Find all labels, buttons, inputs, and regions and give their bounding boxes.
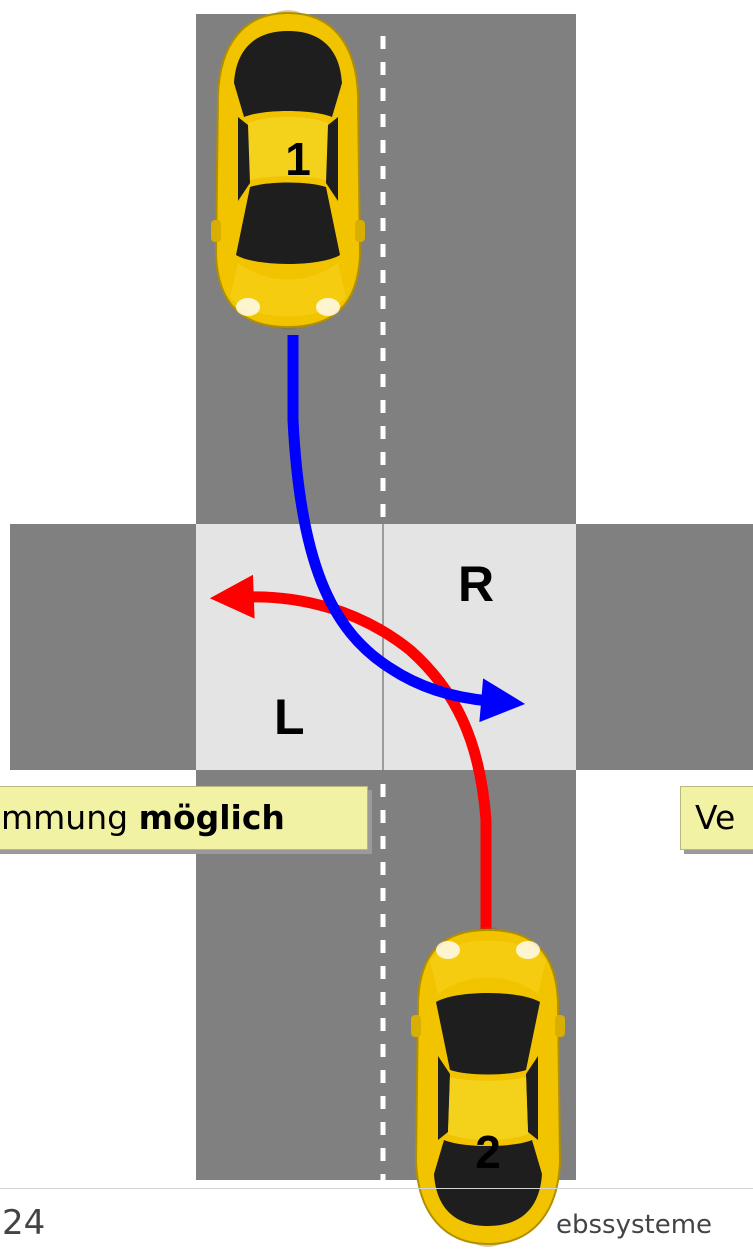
car-2: 2 xyxy=(411,927,565,1247)
lane-label-left: L xyxy=(274,689,305,745)
callout-right-text: Ve xyxy=(695,798,736,837)
callout-right: Ve xyxy=(680,786,753,850)
car-1-label: 1 xyxy=(285,133,311,185)
callout-left: mmung möglich xyxy=(0,786,368,850)
callout-left-text: mmung xyxy=(1,798,139,837)
callout-left-bold: möglich xyxy=(138,798,285,837)
lane-label-right: R xyxy=(458,556,495,612)
footer-divider xyxy=(0,1188,753,1189)
page-number: 24 xyxy=(2,1203,46,1243)
car-1: 1 xyxy=(211,10,365,330)
crossing-area xyxy=(196,524,576,770)
car1-right-turn-path xyxy=(287,335,526,723)
footer-right-text: ebssysteme xyxy=(556,1210,713,1240)
car2-left-turn-path xyxy=(209,574,492,935)
car-2-label: 2 xyxy=(475,1126,501,1178)
